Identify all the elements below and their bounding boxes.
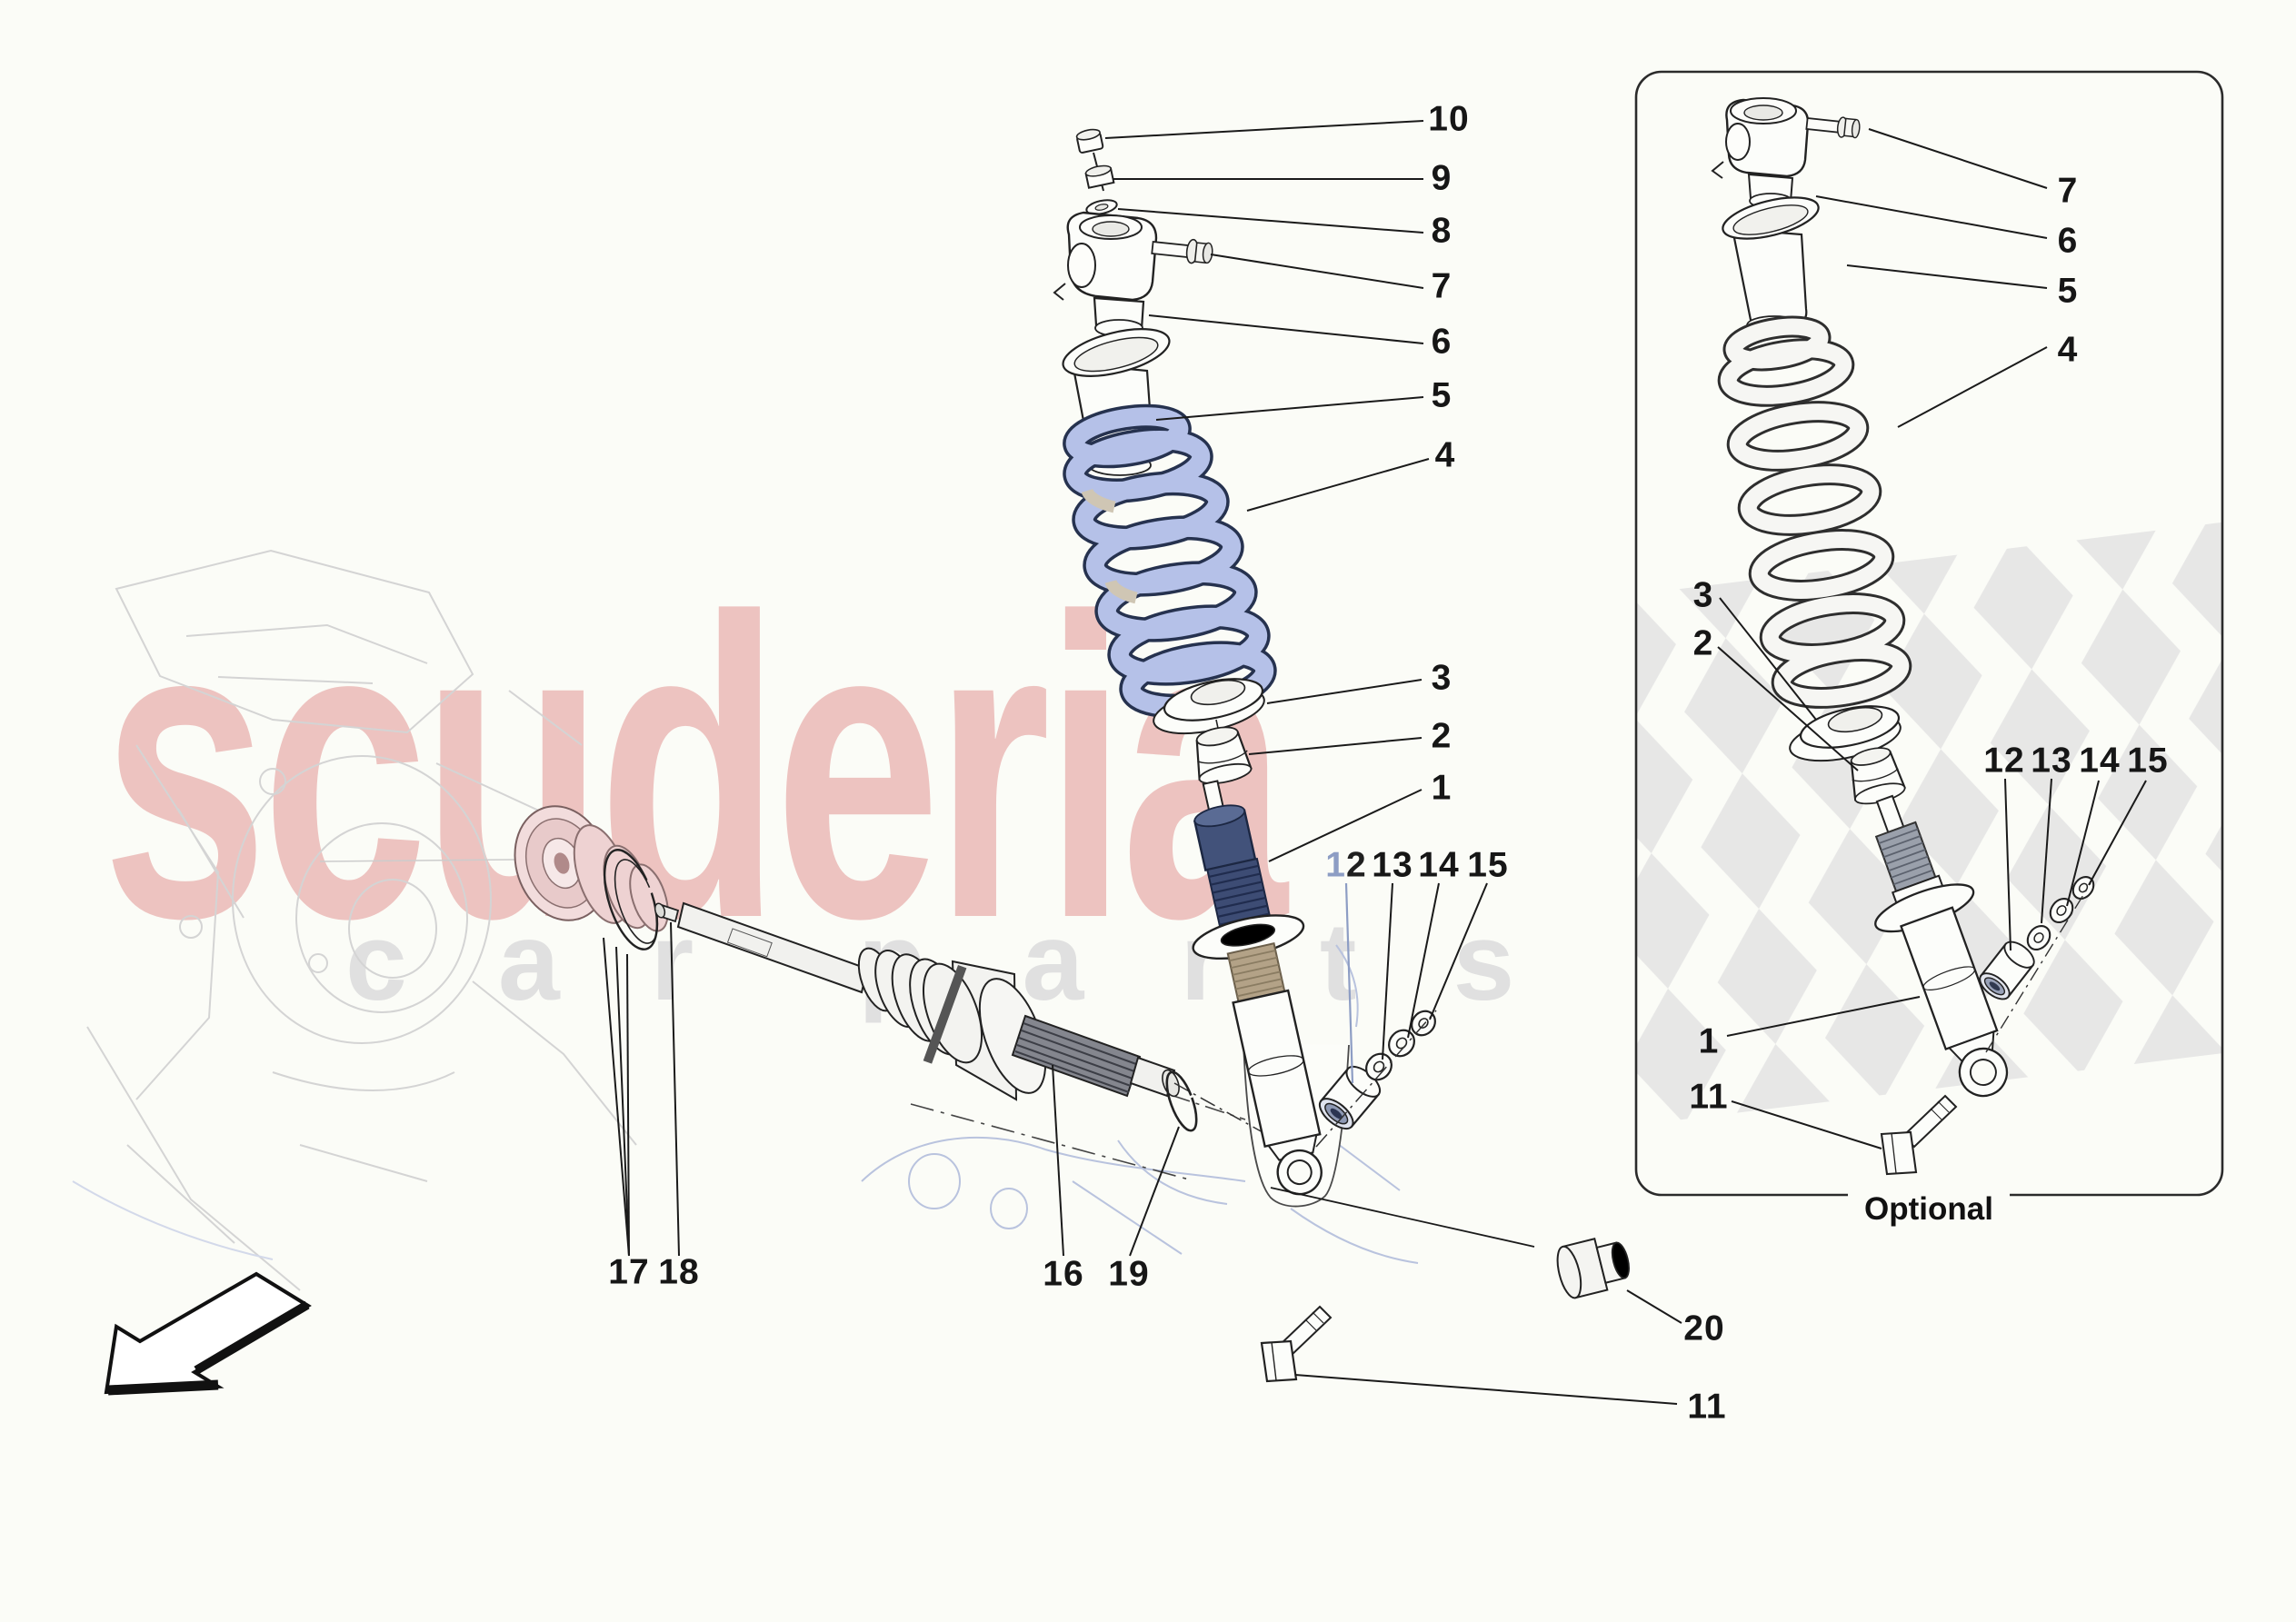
optional-mount-bolt xyxy=(1805,116,1861,139)
main-leader-lines xyxy=(603,120,1682,1405)
mount-bolt xyxy=(1151,238,1213,264)
snap-ring xyxy=(1165,1070,1198,1132)
optional-shock-absorber xyxy=(1874,794,2009,1098)
optional-bump-stop xyxy=(1850,747,1906,805)
splined-stub-shaft xyxy=(1011,1014,1180,1098)
shaft-keyway xyxy=(726,928,773,958)
shaft-bolt xyxy=(654,902,680,923)
bump-stop xyxy=(1195,726,1253,785)
cap xyxy=(1075,128,1104,154)
lower-bolt xyxy=(1260,1305,1333,1383)
nut xyxy=(1084,164,1115,189)
boot-clamp-band xyxy=(923,965,967,1064)
outer-cv-joint xyxy=(923,960,1047,1101)
ghost-transaxle-sketch xyxy=(72,549,637,1291)
eye-bushing xyxy=(1318,1065,1382,1130)
circlip xyxy=(603,849,659,950)
eye-washers xyxy=(1365,1010,1436,1081)
optional-eye-bushing xyxy=(1979,940,2035,1000)
shock-absorber xyxy=(1192,780,1323,1196)
bushing-axis-centerline xyxy=(1315,1010,1437,1148)
frame-plug xyxy=(1556,1238,1630,1299)
drive-shaft-assembly xyxy=(514,805,1296,1151)
axle-shaft xyxy=(676,901,869,994)
spring-seat xyxy=(1153,678,1265,735)
optional-lower-bolt xyxy=(1880,1094,1958,1176)
optional-bushing-axis xyxy=(1985,882,2091,1053)
optional-eye-washers xyxy=(2026,875,2095,950)
top-mount xyxy=(1053,211,1213,337)
direction-arrow xyxy=(104,1271,312,1396)
washer xyxy=(1085,199,1118,215)
leader-line-12-blue xyxy=(1344,882,1354,1084)
main-shock-assembly xyxy=(1053,128,1437,1196)
checkered-flag-watermark xyxy=(1636,518,2222,1126)
optional-box-label: Optional xyxy=(1848,1191,2010,1228)
optional-leader-lines xyxy=(1717,128,2147,1149)
optional-coil-spring xyxy=(1717,315,1912,709)
ghost-knuckle-sketch xyxy=(861,944,1419,1264)
optional-shock-assembly xyxy=(1711,97,2095,1176)
